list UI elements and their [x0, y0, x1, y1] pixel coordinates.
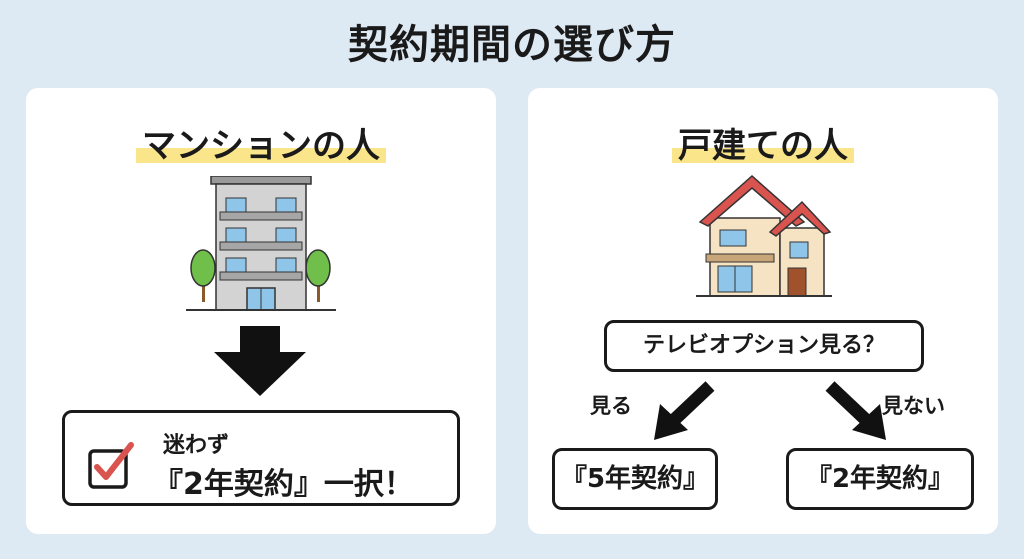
checkbox-checked-icon	[88, 442, 134, 489]
five-year-result: 『5年契約』	[552, 448, 718, 510]
two-year-result: 『2年契約』	[786, 448, 974, 510]
decision-big-text: 『2年契約』一択！	[153, 467, 414, 502]
down-arrow-icon	[214, 326, 306, 396]
house-heading: 戸建ての人	[528, 118, 998, 167]
no-label: 見ない	[882, 394, 945, 418]
decision-box: 迷わず 『2年契約』一択！	[62, 410, 460, 506]
page-title: 契約期間の選び方	[348, 22, 676, 68]
question-box: テレビオプション見る？	[604, 320, 924, 372]
arrow-down-left-icon	[654, 381, 715, 440]
decision-small-text: 迷わず	[163, 433, 230, 458]
apartment-building-icon	[186, 176, 336, 311]
mansion-panel: マンションの人 迷わず 『2年契約』一択！	[26, 88, 496, 534]
yes-label: 見る	[590, 394, 632, 418]
house-icon	[696, 174, 832, 297]
arrow-down-right-icon	[825, 381, 886, 440]
house-panel: 戸建ての人 テレビオプション見る？ 見る 見ない 『5年契約』 『2年契約』	[528, 88, 998, 534]
mansion-heading: マンションの人	[26, 118, 496, 167]
